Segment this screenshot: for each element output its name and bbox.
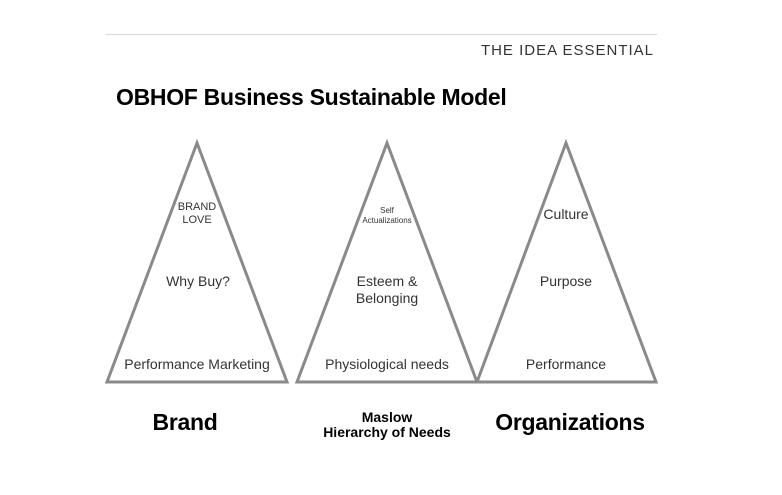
self-actualizations-line2: Actualizations	[362, 215, 412, 225]
header-logo: THE IDEA ESSENTIAL	[481, 42, 654, 59]
caption-maslow-line1: Maslow	[361, 409, 413, 425]
performance-label: Performance	[525, 356, 607, 372]
esteem-belonging-line1: Esteem &	[356, 273, 418, 289]
triangle-brand	[104, 138, 290, 384]
self-actualizations-line1: Self	[380, 206, 394, 215]
triangle-maslow	[294, 138, 480, 384]
physiological-needs-label: Physiological needs	[325, 356, 449, 372]
self-actualizations-label: Self Actualizations	[362, 206, 411, 225]
header-divider	[106, 34, 657, 35]
logo-text-essential: ESSENTIAL	[557, 42, 654, 59]
why-buy-label: Why Buy?	[166, 273, 230, 289]
page-title: OBHOF Business Sustainable Model	[116, 84, 507, 110]
caption-maslow: Maslow Hierarchy of Needs	[323, 409, 451, 441]
logo-text-idea: IDEA	[519, 42, 558, 59]
esteem-belonging-line2: Belonging	[355, 289, 419, 306]
brand-love-line1: BRAND	[177, 201, 217, 213]
esteem-belonging-label: Esteem & Belonging	[356, 273, 418, 307]
triangle-organizations	[474, 138, 659, 384]
brand-love-line2: LOVE	[182, 214, 212, 227]
logo-text-the: THE	[480, 42, 520, 59]
caption-organizations: Organizations	[495, 409, 645, 435]
brand-love-label: BRAND LOVE	[178, 201, 217, 227]
purpose-label: Purpose	[539, 273, 593, 289]
caption-brand: Brand	[152, 409, 218, 435]
performance-marketing-label: Performance Marketing	[124, 356, 270, 372]
culture-label: Culture	[543, 206, 589, 222]
caption-maslow-line2: Hierarchy of Needs	[323, 424, 451, 441]
